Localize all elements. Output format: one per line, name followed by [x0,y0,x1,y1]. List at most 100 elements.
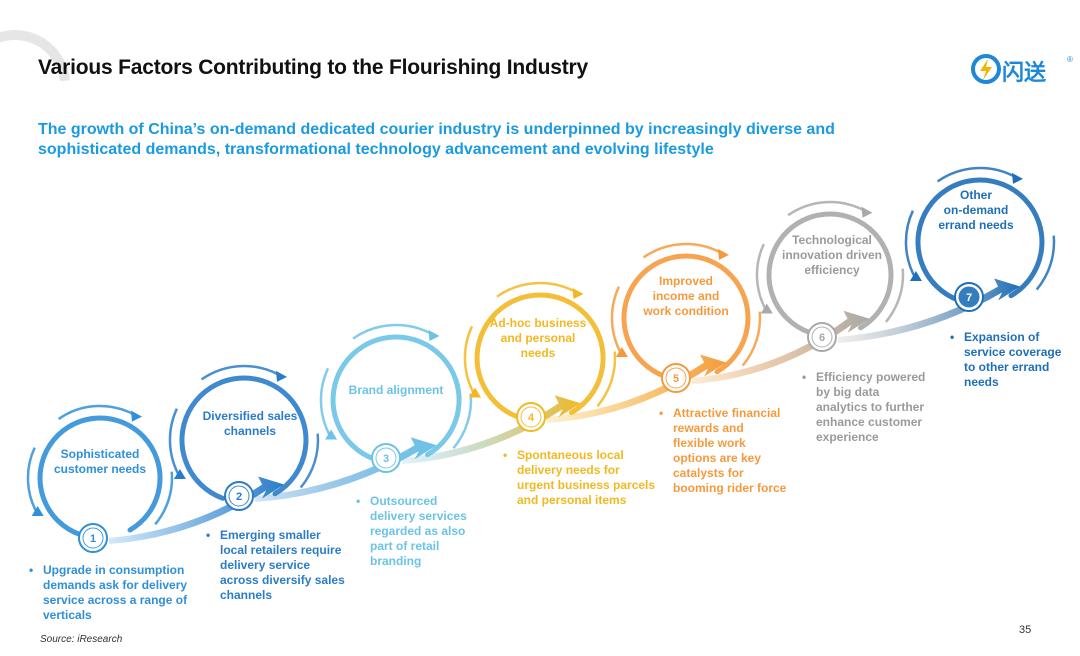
step-7-ring [915,177,1045,303]
step-1-outer-arc-right [154,471,174,526]
step-4-description-line: and personal items [517,493,627,507]
step-5-outer-arc-right [741,311,762,367]
logo-text: 闪送 [1002,60,1047,85]
step-1-outer-arc-left [26,447,39,515]
step-3-label-line: Brand alignment [348,382,444,397]
step-6-outer-arc-right [884,268,905,323]
step-5-badge-inner [665,367,687,389]
step-2-arrowhead-top [276,370,287,382]
step-7-badge-inner [958,286,980,308]
subtitle-line-1: The growth of China’s on-demand dedicate… [38,121,835,138]
step-4-label-line: needs [520,345,556,360]
step-2-outer-arc-left [168,408,181,478]
step-7-arrowhead-left [909,271,922,281]
step-2-ring [179,375,309,501]
step-7-label-line: Other [959,187,992,202]
logo-registered-mark: ® [1067,55,1073,64]
step-2-description-line: channels [220,588,273,602]
page-number: 35 [1019,624,1032,636]
logo-icon [971,54,1001,84]
step-5-arrowhead-top [718,248,729,260]
step-3-ring [330,334,462,462]
source-note: Source: iResearch [40,634,123,645]
step-4-ring [474,292,606,420]
step-3-arrowhead-left [325,429,338,440]
step-5-description-line: rewards and [673,421,744,435]
step-7-label-line: on-demand [943,202,1009,217]
step-4-arrowhead-left [469,387,482,398]
step-3-number: 3 [383,453,389,465]
step-2-description-line: delivery service [220,558,311,572]
step-1-outer-arc-top [57,404,137,421]
step-3-outer-arc-left [319,367,333,439]
step-6-description-line: by big data [816,385,880,399]
step-6-badge-inner [811,326,833,348]
step-2-description-line: local retailers require [220,543,342,557]
step-1-description-line: demands ask for delivery [43,578,188,592]
step-4-description-line: urgent business parcels [517,478,656,492]
step-6-description-line: enhance customer [816,415,923,429]
step-5-outer-arc-left [610,286,623,356]
step-6-label-line: efficiency [804,262,860,277]
step-4-arrowhead-top [572,288,584,300]
step-6-arrowhead-top [861,206,873,218]
bullet-dot: • [206,528,211,542]
connector-arrow-1-2 [109,476,285,544]
step-1-description-line: Upgrade in consumption [43,563,185,577]
page-title: Various Factors Contributing to the Flou… [38,56,588,79]
step-6-description-line: analytics to further [816,400,925,414]
step-7-arrowhead-top [1012,172,1023,184]
step-6-ring [766,211,894,335]
step-4-description-line: delivery needs for [517,463,620,477]
connector-arrow-3-4 [402,395,581,464]
step-7-outer-arc-right [1035,235,1056,291]
step-4-outer-arc-right [596,351,617,408]
step-1-badge-inner [82,527,104,549]
step-6-outer-arc-top [787,200,868,217]
connector-arrow-2-3 [255,437,437,502]
step-3-arrowhead-top [428,330,440,342]
step-2-description-line: across diversify sales [220,573,345,587]
step-3-label: Brand alignment [336,383,456,398]
step-5-outer-arc-top [642,242,724,259]
step-3-description-line: Outsourced [370,494,438,508]
step-4-outer-arc-top [496,281,579,298]
step-6-description-line: experience [816,430,879,444]
bullet-dot: • [802,370,807,384]
step-2-arrowhead-left [173,469,186,479]
subtitle-line-2: sophisticated demands, transformational … [38,141,714,158]
step-7-description-line: service coverage [964,345,1062,359]
step-1-ring [37,415,163,537]
step-4-outer-arc-left [463,325,477,397]
step-1-arrowhead-top [131,410,142,422]
step-3-description-line: branding [370,554,422,568]
step-3-description-line: delivery services [370,509,467,523]
step-6-label-line: innovation driven [781,247,882,262]
step-2-badge-inner [228,485,250,507]
step-5-label-line: Improved [658,273,713,288]
step-6-arrowhead-left [760,303,773,314]
step-3-outer-arc-top [352,323,435,340]
step-5-description-line: Attractive financial [673,406,781,420]
bullet-dot: • [503,448,508,462]
step-1-description-line: service across a range of [43,593,188,607]
step-2-outer-arc-top [200,364,282,381]
step-5-arrowhead-left [615,347,628,357]
step-5-description-line: catalysts for [673,466,744,480]
step-3-outer-arc-right [452,393,473,450]
step-5-label-line: income and [652,288,720,303]
step-5-label-line: work condition [643,303,729,318]
step-5-description-line: booming rider force [673,481,787,495]
connector-arrow-4-5 [547,354,727,423]
